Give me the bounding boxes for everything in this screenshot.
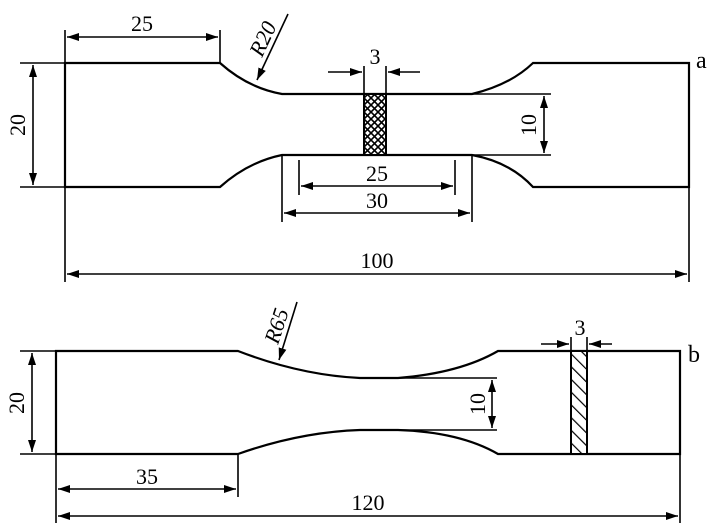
dim-b-radius-leader xyxy=(278,301,298,361)
specimen-a-gauge-marker xyxy=(363,93,387,156)
dim-a-radius-label: R20 xyxy=(243,17,281,61)
specimen-a-panel-label: a xyxy=(696,48,707,74)
specimen-b: R65 3 20 10 35 120 b xyxy=(4,301,700,523)
specimen-b-panel-label: b xyxy=(688,342,700,368)
dim-a-neck-width-label: 10 xyxy=(516,114,541,136)
specimen-a: 25 R20 3 20 10 25 30 100 xyxy=(5,11,707,282)
dim-a-radius-leader xyxy=(256,13,289,81)
dim-b-total-length-label: 120 xyxy=(352,490,385,515)
dim-b-radius-label: R65 xyxy=(259,305,294,347)
dim-b-grip-width-label: 20 xyxy=(4,392,29,414)
dim-a-grip-width-label: 20 xyxy=(5,114,30,136)
dim-a-parallel-length-label: 30 xyxy=(366,188,388,213)
specimen-b-gauge-marker xyxy=(570,350,588,455)
dim-a-total-length-label: 100 xyxy=(361,248,394,273)
dim-a-gauge-width-label: 3 xyxy=(370,44,381,69)
dim-b-gauge-width-label: 3 xyxy=(575,315,586,340)
dim-a-gauge-length-label: 25 xyxy=(366,161,388,186)
dim-a-grip-length-label: 25 xyxy=(131,11,153,36)
dim-b-grip-length-label: 35 xyxy=(136,464,158,489)
dim-b-neck-width-label: 10 xyxy=(465,393,490,415)
